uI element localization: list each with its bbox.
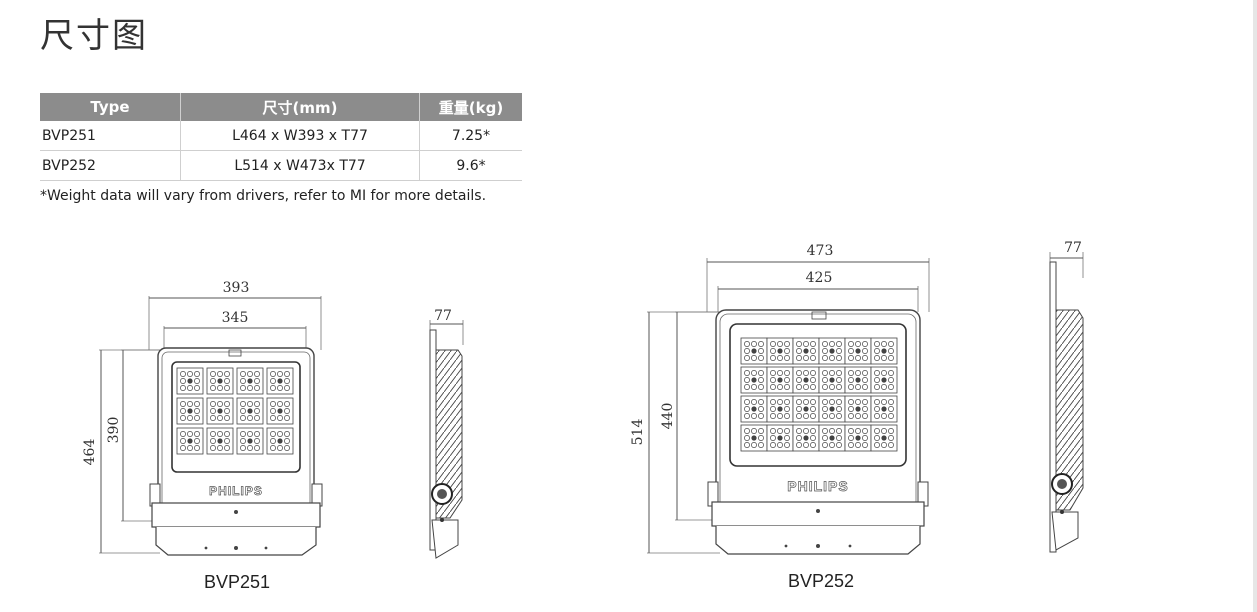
bvp252-width-inner: 425 <box>806 270 833 286</box>
scrollbar[interactable] <box>1253 0 1257 612</box>
header-weight: 重量(kg) <box>419 93 522 121</box>
cell-weight: 7.25* <box>419 121 522 151</box>
table-row: BVP252 L514 x W473x T77 9.6* <box>40 150 522 181</box>
bvp251-width-outer: 393 <box>223 280 250 296</box>
bvp252-side-view: 77 <box>1049 240 1084 553</box>
header-type: Type <box>40 93 181 121</box>
bvp252-front-view: 473 425 514 440 PHILIPS <box>630 243 930 555</box>
cell-type: BVP251 <box>40 121 181 151</box>
bvp252-caption: BVP252 <box>788 571 855 591</box>
page-title: 尺寸图 <box>40 16 148 56</box>
bvp251-brand-logo: PHILIPS <box>209 484 263 498</box>
bvp251-width-inner: 345 <box>222 310 249 326</box>
table-row: BVP251 L464 x W393 x T77 7.25* <box>40 121 522 151</box>
bvp251-thickness: 77 <box>434 308 452 324</box>
cell-weight: 9.6* <box>419 150 522 181</box>
bvp252-brand-logo: PHILIPS <box>787 478 848 494</box>
cell-size: L464 x W393 x T77 <box>180 121 420 151</box>
spec-table: Type 尺寸(mm) 重量(kg) BVP251 L464 x W393 x … <box>40 93 522 181</box>
header-size: 尺寸(mm) <box>180 93 420 121</box>
cell-type: BVP252 <box>40 150 181 181</box>
bvp251-height-outer: 464 <box>82 439 98 466</box>
bvp251-height-inner: 390 <box>106 417 122 444</box>
table-header-row: Type 尺寸(mm) 重量(kg) <box>40 93 522 121</box>
bvp252-height-inner: 440 <box>660 403 676 430</box>
bvp252-height-outer: 514 <box>630 419 646 446</box>
bvp252-width-outer: 473 <box>807 243 834 259</box>
bvp251-front-view: 393 345 464 390 PHILIPS <box>82 280 323 556</box>
bvp251-caption: BVP251 <box>204 572 271 592</box>
bvp251-side-view: 77 <box>429 308 464 559</box>
footnote: *Weight data will vary from drivers, ref… <box>40 188 487 204</box>
cell-size: L514 x W473x T77 <box>180 150 420 181</box>
bvp252-thickness: 77 <box>1064 240 1082 256</box>
